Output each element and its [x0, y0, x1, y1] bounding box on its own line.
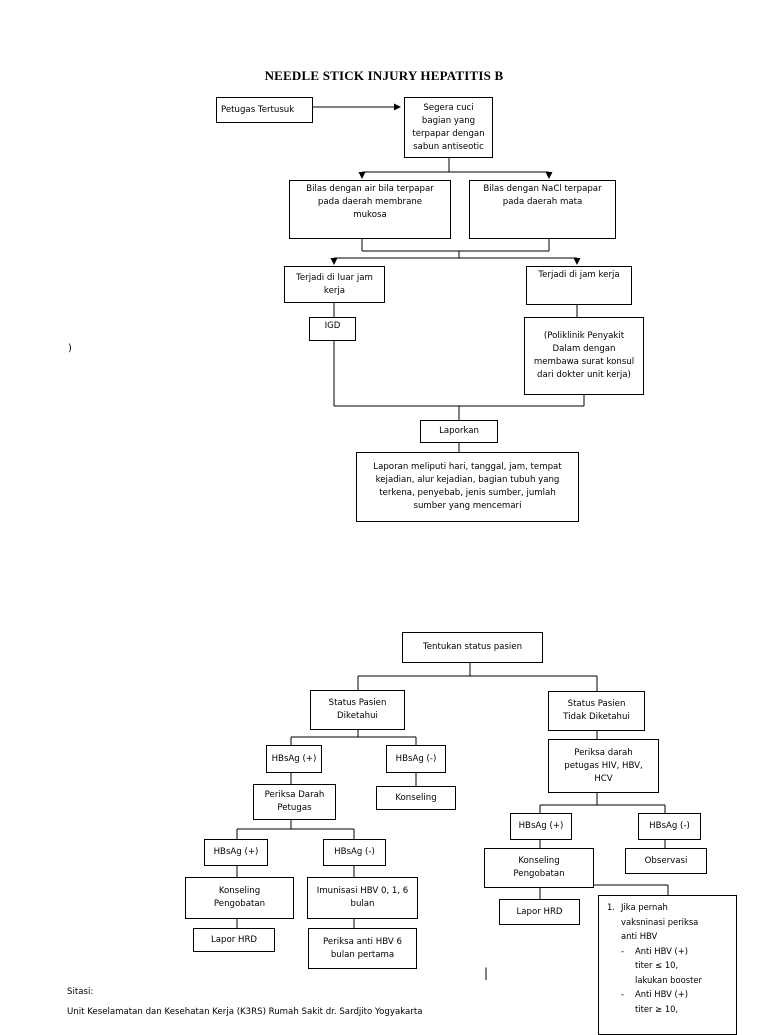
- lapor-hrd-box-2: Lapor HRD: [499, 899, 580, 925]
- note-line: titer ≤ 10,: [635, 960, 679, 970]
- note-line: vaksninasi periksa: [621, 916, 699, 927]
- segera-cuci-box: Segera cuci bagian yang terpapar dengan …: [404, 97, 493, 158]
- bilas-nacl-box: Bilas dengan NaCl terpapar pada daerah m…: [469, 180, 616, 239]
- note-line: anti HBV: [621, 931, 658, 941]
- status-tidak-diketahui-box: Status Pasien Tidak Diketahui: [548, 691, 645, 731]
- periksa-darah-petugas-box: Periksa Darah Petugas: [253, 784, 336, 820]
- vaccination-note-box: 1. Jika pernah vaksninasi periksa anti H…: [598, 895, 737, 1035]
- tentukan-status-box: Tentukan status pasien: [402, 632, 543, 663]
- petugas-tertusuk-box: Petugas Tertusuk: [216, 97, 313, 123]
- konseling-pengobatan-box-1: Konseling Pengobatan: [185, 877, 294, 919]
- hbsag-positive-box-3: HBsAg (+): [510, 813, 572, 840]
- imunisasi-box: Imunisasi HBV 0, 1, 6 bulan: [307, 877, 418, 919]
- status-diketahui-box: Status Pasien Diketahui: [310, 690, 405, 730]
- konseling-box: Konseling: [376, 786, 456, 810]
- note-line: lakukan booster: [635, 974, 702, 985]
- citation-label: Sitasi:: [67, 987, 94, 997]
- hbsag-negative-box-2: HBsAg (-): [323, 839, 386, 866]
- stray-bar: |: [484, 966, 489, 980]
- jam-kerja-box: Terjadi di jam kerja: [526, 266, 632, 305]
- lapor-hrd-box-1: Lapor HRD: [193, 928, 275, 952]
- luar-jam-kerja-box: Terjadi di luar jam kerja: [284, 266, 385, 303]
- note-item-1: 1. Jika pernah: [607, 902, 668, 912]
- laporan-detail-box: Laporan meliputi hari, tanggal, jam, tem…: [356, 452, 579, 522]
- observasi-box: Observasi: [625, 848, 707, 874]
- periksa-darah-hiv-box: Periksa darah petugas HIV, HBV, HCV: [548, 739, 659, 793]
- konseling-pengobatan-box-2: Konseling Pengobatan: [484, 848, 594, 888]
- note-subitem-2: - Anti HBV (+): [621, 989, 689, 999]
- note-subitem-1: - Anti HBV (+): [621, 945, 689, 956]
- hbsag-positive-box-1: HBsAg (+): [266, 745, 322, 773]
- note-line: titer ≥ 10,: [635, 1003, 679, 1014]
- hbsag-negative-box-1: HBsAg (-): [386, 745, 446, 773]
- hbsag-negative-box-3: HBsAg (-): [638, 813, 701, 840]
- diagram-title: NEEDLE STICK INJURY HEPATITIS B: [264, 68, 504, 83]
- periksa-anti-hbv-box: Periksa anti HBV 6 bulan pertama: [308, 928, 417, 969]
- laporkan-box: Laporkan: [420, 420, 498, 443]
- citation-source: Unit Keselamatan dan Kesehatan Kerja (K3…: [67, 1007, 423, 1017]
- stray-parenthesis: ): [68, 343, 72, 354]
- igd-box: IGD: [309, 317, 356, 341]
- hbsag-positive-box-2: HBsAg (+): [204, 839, 268, 866]
- bilas-air-box: Bilas dengan air bila terpapar pada daer…: [289, 180, 451, 239]
- poliklinik-box: (Poliklinik Penyakit Dalam dengan membaw…: [524, 317, 644, 395]
